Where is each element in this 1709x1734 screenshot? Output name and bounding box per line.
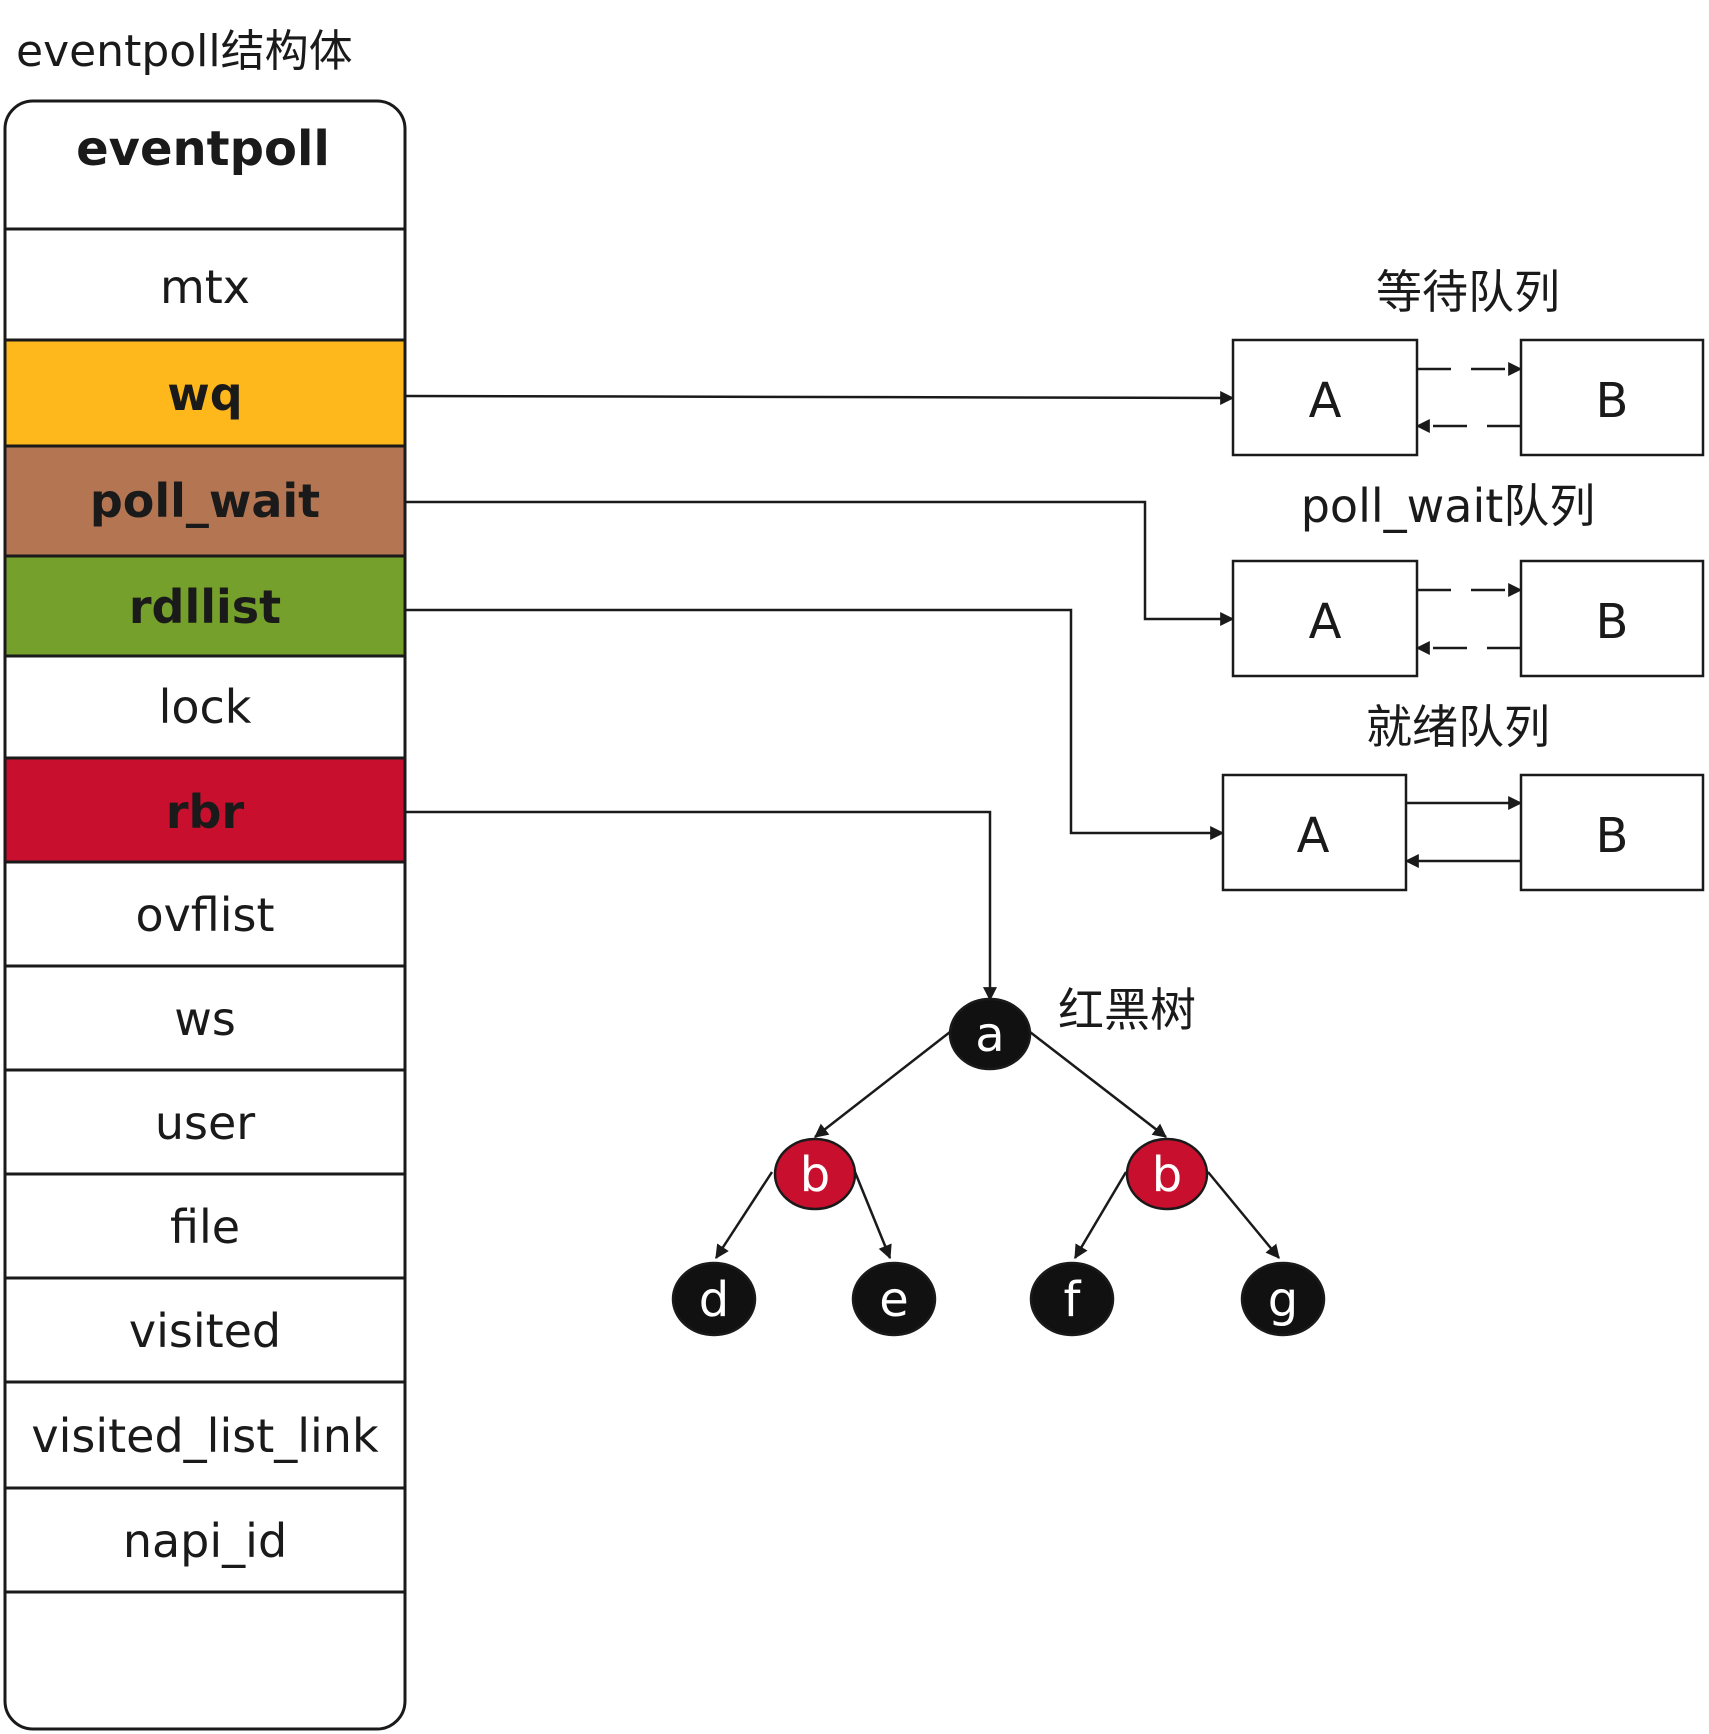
edge-left-b-d [714, 1171, 774, 1259]
wait-queue-node-b [1519, 338, 1705, 457]
wait-queue-node-a [1231, 338, 1419, 457]
arrow-poll-wait-to-poll-wait-queue [405, 500, 1235, 626]
poll-wait-queue-node-b [1519, 559, 1705, 678]
edge-a-right-b [1029, 1031, 1167, 1138]
wait-queue-node-b-label: B [1596, 373, 1629, 429]
tree-node-leaf-d: d [671, 1261, 757, 1337]
tree-node-left-red-label: b [800, 1147, 830, 1203]
wait-queue: 等待队列 A B [1231, 265, 1705, 457]
tree-node-left-red: b [773, 1137, 857, 1211]
ready-queue-node-a [1221, 773, 1408, 892]
field-rdllist: rdllist [129, 580, 281, 634]
field-wq: wq [167, 367, 242, 421]
edge-right-b-g [1207, 1171, 1280, 1259]
struct-header: eventpoll [76, 121, 330, 177]
connectors [404, 390, 1235, 1002]
field-dividers [5, 227, 405, 1594]
tree-node-leaf-e: e [851, 1261, 937, 1337]
edge-a-left-b [814, 1031, 951, 1138]
tree-node-right-red-label: b [1152, 1147, 1182, 1203]
tree-node-root: a [948, 997, 1032, 1071]
tree-edges [714, 1031, 1280, 1260]
poll-wait-queue-node-b-label: B [1596, 594, 1629, 650]
arrow-rbr-to-tree-root [405, 810, 997, 1002]
arrow-wq-to-wait-queue [404, 390, 1235, 405]
ready-queue: 就绪队列 A B [1221, 700, 1705, 892]
tree-node-leaf-f-label: f [1064, 1272, 1082, 1328]
ready-queue-node-a-label: A [1297, 808, 1330, 864]
field-fill-rdllist [5, 556, 405, 656]
field-mtx: mtx [160, 260, 250, 314]
tree-node-leaf-e-label: e [879, 1272, 909, 1328]
field-poll-wait: poll_wait [90, 474, 320, 528]
poll-wait-queue: poll_wait队列 A B [1231, 479, 1705, 678]
field-file: file [170, 1200, 240, 1254]
eventpoll-struct: eventpoll mtx wq poll_wait rdllist lock … [3, 99, 407, 1731]
arrow-rdllist-to-ready-queue [405, 608, 1225, 840]
ready-queue-title: 就绪队列 [1366, 700, 1550, 754]
field-fill-wq [5, 340, 405, 446]
field-visited: visited [129, 1304, 281, 1358]
tree-node-leaf-d-label: d [699, 1272, 729, 1328]
struct-caption: eventpoll结构体 [16, 26, 353, 77]
field-ovflist: ovflist [135, 888, 274, 942]
ready-queue-node-b-label: B [1596, 808, 1629, 864]
tree-node-leaf-f: f [1029, 1261, 1115, 1337]
field-rbr: rbr [166, 785, 245, 839]
tree-node-leaf-g-label: g [1268, 1272, 1298, 1328]
tree-title: 红黑树 [1058, 983, 1196, 1037]
tree-node-leaf-g: g [1240, 1261, 1326, 1337]
edge-right-b-f [1073, 1171, 1128, 1260]
field-napi-id: napi_id [123, 1514, 287, 1568]
field-fill-poll-wait [5, 446, 405, 556]
ready-queue-node-b [1519, 773, 1705, 892]
edge-left-b-e [853, 1171, 892, 1260]
wait-queue-node-a-label: A [1309, 373, 1342, 429]
tree-node-right-red: b [1125, 1137, 1209, 1211]
wait-queue-title: 等待队列 [1376, 265, 1560, 319]
field-fill-rbr [5, 758, 405, 862]
poll-wait-queue-node-a-label: A [1309, 594, 1342, 650]
tree-node-root-label: a [975, 1007, 1004, 1063]
poll-wait-queue-title: poll_wait队列 [1301, 479, 1596, 533]
poll-wait-queue-node-a [1231, 559, 1419, 678]
field-lock: lock [159, 680, 252, 734]
field-ws: ws [174, 992, 236, 1046]
field-user: user [155, 1096, 255, 1150]
field-visited-list-link: visited_list_link [31, 1409, 379, 1463]
struct-outline [3, 99, 407, 1731]
red-black-tree: 红黑树 a b b d e [671, 983, 1326, 1337]
